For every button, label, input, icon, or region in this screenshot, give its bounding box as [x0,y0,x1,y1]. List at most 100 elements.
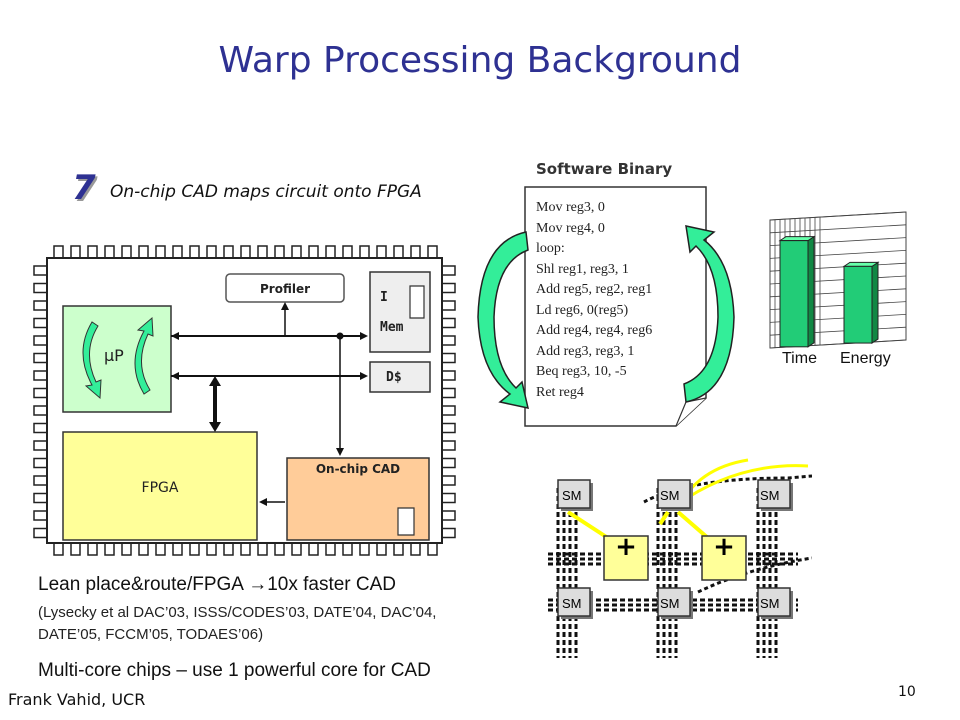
sm-label: SM [760,488,780,503]
chip-pin [291,245,302,259]
chip-pin [33,440,48,451]
chip-pin [33,387,48,399]
fpga-fabric-diagram [548,458,812,658]
switch-matrix-box [657,479,691,509]
chip-pin [121,542,132,556]
chip-pin [427,245,438,259]
chip-pin [33,422,48,434]
chip-pin [441,370,456,381]
step-number: 7 [72,168,96,208]
page-number: 10 [898,684,916,700]
chip-pin [308,542,319,556]
code-line: Mov reg3, 0 [536,200,605,215]
chip-pin [104,542,115,556]
adder-block [701,535,747,581]
chip-pin [441,422,456,434]
binary-document [524,186,707,427]
chip-pin [274,542,285,556]
chip-pin [257,245,268,259]
chip-pin [291,542,302,556]
chip-pin [155,542,166,556]
sm-label: SM [562,596,582,611]
chip-pin [441,440,456,451]
imem-i-label: I [380,290,388,305]
footer-author: Frank Vahid, UCR [8,690,146,709]
code-line: Shl reg1, reg3, 1 [536,261,629,277]
chip-pin [376,245,387,259]
switch-matrix-box [557,587,591,617]
slide-title: Warp Processing Background [218,40,742,81]
document-icon [397,507,415,536]
chip-pin [33,282,48,294]
profiler-label: Profiler [259,282,311,296]
chip-pin [206,542,217,556]
chip-pin [325,245,336,259]
chip-pin [441,352,456,364]
processor-label: µP [104,346,124,365]
chip-pin [33,475,48,486]
imem-mem-label: Mem [380,320,404,335]
chip-pin [393,542,404,556]
citation: (Lysecky et al DAC’03, ISSS/CODES’03, DA… [38,602,558,646]
chip-pin [359,542,370,556]
chart-tick-time: Time [782,350,817,367]
sm-label: SM [562,488,582,503]
chip-pin [393,245,404,259]
code-line: Add reg3, reg3, 1 [536,343,635,359]
chip-pin [33,335,48,346]
adder-label: + [713,532,735,562]
chip-pin [325,542,336,556]
chip-pin [33,510,48,521]
chip-pin [342,245,353,259]
chart-bar-side [871,261,879,344]
sm-label: SM [660,488,680,503]
chip-pin [33,300,48,311]
chip-pin [240,245,251,259]
cycle-arrow-icon [82,321,102,400]
chip-pin [441,475,456,486]
chip-pin [33,370,48,381]
processor-box [62,305,172,413]
chip-pin [359,245,370,259]
chip-pin [441,387,456,399]
chart-bar-top [778,236,816,242]
chip-pin [223,542,234,556]
chip-pin [138,245,149,259]
cycle-arrow-icon [134,316,154,395]
chip-pin [441,492,456,504]
binary-code: Mov reg3, 0 Mov reg4, 0 loop: Shl reg1, … [536,198,652,403]
chart-bar-energy [843,265,873,344]
right-curved-arrow-icon [683,225,735,403]
chip-pin [441,510,456,521]
chip-pin [53,542,64,556]
chip-pin [70,245,81,259]
chip-pin [441,300,456,311]
software-binary-title: Software Binary [536,160,673,178]
sm-label: SM [660,596,680,611]
chip-pin [87,245,98,259]
chart-tick-energy: Energy [840,350,891,367]
bullet-multicore: Multi-core chips – use 1 powerful core f… [38,660,431,681]
chip-pin [33,405,48,416]
chip-pin [441,265,456,276]
chip-pin [206,245,217,259]
data-cache-box [369,361,431,393]
dcache-label: D$ [386,370,402,385]
code-line: Mov reg4, 0 [536,220,605,236]
fpga-label: FPGA [141,480,179,496]
switch-matrix-box [657,587,691,617]
adder-label: + [615,532,637,562]
chart-bar-time [779,240,809,348]
chip-pin [33,457,48,469]
chip-pin [87,542,98,556]
chip-pin [70,542,81,556]
code-line: Add reg4, reg4, reg6 [536,323,653,338]
chip-pin [441,527,456,539]
time-energy-chart [769,211,907,349]
chip-pin [308,245,319,259]
chip-pin [155,245,166,259]
sm-label: SM [760,596,780,611]
citation-line: DATE’05, FCCM’05, TODAES’06) [38,626,264,643]
citation-line: (Lysecky et al DAC’03, ISSS/CODES’03, DA… [38,604,437,621]
chip-pin [410,245,421,259]
